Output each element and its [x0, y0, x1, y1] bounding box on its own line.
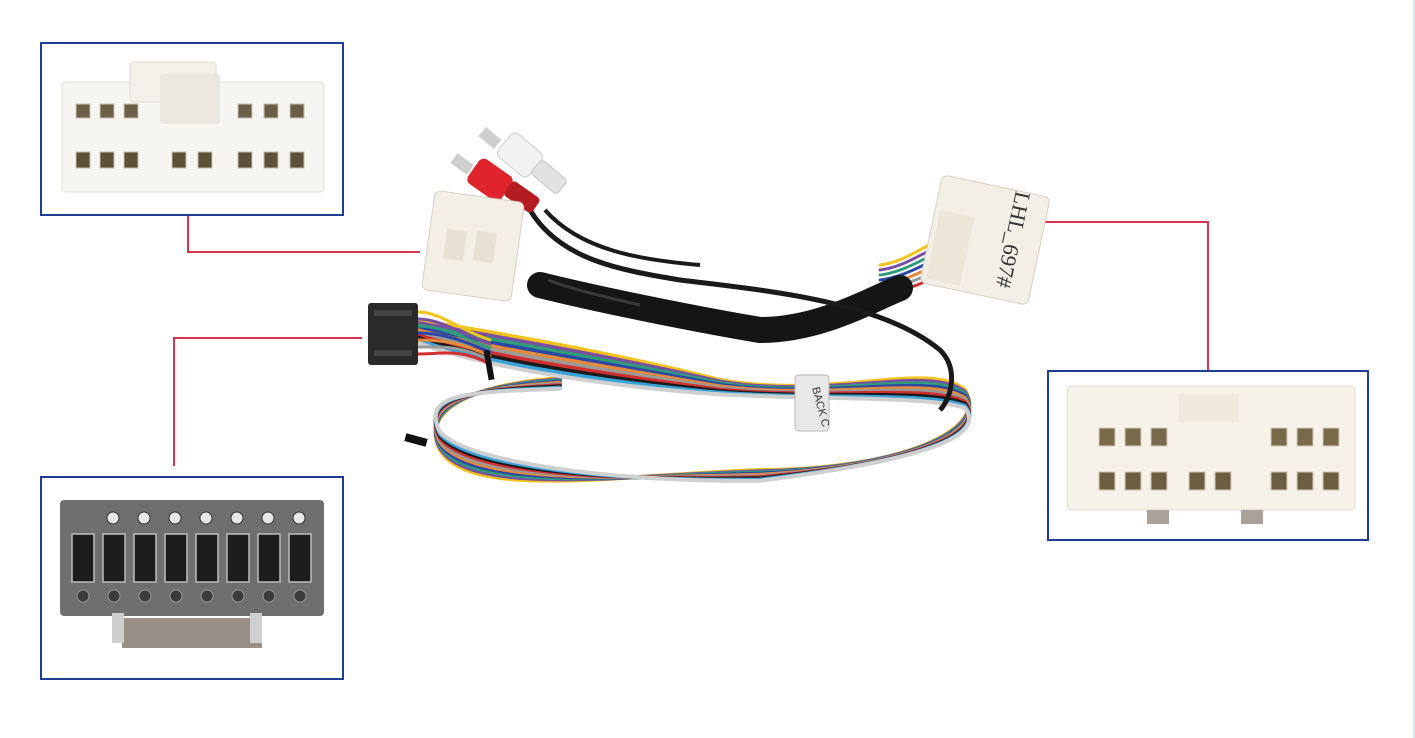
connector-pin [293, 589, 307, 603]
leader-line-top-left [187, 216, 420, 253]
wire-bundle [413, 238, 972, 483]
connector-pin [1270, 471, 1288, 491]
leader-line-right [1030, 221, 1209, 370]
connector-pin [137, 511, 151, 525]
wire [416, 324, 492, 350]
connector-pin [102, 533, 126, 583]
connector-pin [138, 589, 152, 603]
connector-pin [107, 589, 121, 603]
connector-pin [263, 103, 279, 119]
connector-pin [1124, 471, 1142, 491]
wire [416, 310, 492, 342]
connector-pin [237, 151, 253, 169]
black-connector-closeup [60, 500, 324, 648]
wire [416, 331, 492, 354]
connector-pin [289, 103, 305, 119]
white-male-connector-closeup [1066, 385, 1356, 524]
cable-tie [404, 433, 428, 447]
connector-pin [99, 151, 115, 169]
connector-pin [169, 589, 183, 603]
connector-pin [197, 151, 213, 169]
connector-pin [76, 589, 90, 603]
connector-pin [1296, 471, 1314, 491]
connector-pin [257, 533, 281, 583]
wire [416, 317, 492, 346]
connector-pin [230, 511, 244, 525]
white-female-connector-closeup [61, 61, 325, 193]
connector-pin [226, 533, 250, 583]
connector-pin [133, 533, 157, 583]
connector-pin [262, 589, 276, 603]
white-connector-female [421, 190, 525, 302]
connector-pin [1124, 427, 1142, 447]
rca-plug-red [450, 153, 540, 213]
connector-pin [123, 103, 139, 119]
connector-pin [231, 589, 245, 603]
connector-pin [1322, 471, 1340, 491]
connector-pin [1214, 471, 1232, 491]
connector-pin [99, 103, 115, 119]
wire [416, 345, 492, 362]
rca-cable-black [543, 208, 701, 267]
connector-pin [237, 103, 253, 119]
wire [416, 351, 492, 366]
leader-lines [173, 216, 1209, 466]
connector-pin [1296, 427, 1314, 447]
rca-cable-black [527, 208, 955, 412]
connector-pin [75, 103, 91, 119]
connector-pin [75, 151, 91, 169]
black-connector [368, 303, 418, 365]
connector-pin [195, 533, 219, 583]
leader-line-left [173, 337, 362, 466]
connector-pin [1322, 427, 1340, 447]
connector-pin [171, 151, 187, 169]
connector-pin [289, 151, 305, 169]
black-sleeve [527, 272, 913, 344]
connector-pin [106, 511, 120, 525]
wire [416, 338, 492, 358]
connector-pin [288, 533, 312, 583]
connector-pin [200, 589, 214, 603]
connector-pin [1098, 427, 1116, 447]
connector-pin [1270, 427, 1288, 447]
connector-pin [1150, 471, 1168, 491]
connector-pin [263, 151, 279, 169]
connector-pin [199, 511, 213, 525]
connector-pin [164, 533, 188, 583]
connector-pin [261, 511, 275, 525]
detail-panel-black-connector [40, 476, 344, 680]
tape-label: BACK C [794, 374, 831, 432]
connector-pin [292, 511, 306, 525]
connector-pin [1188, 471, 1206, 491]
right-edge-strip [1413, 0, 1415, 738]
detail-panel-white-female-connector [40, 42, 344, 216]
cable-tie [483, 349, 495, 381]
white-connector-male: LHL_697# [920, 175, 1050, 305]
rca-plug-white [478, 126, 567, 194]
connector-pin [168, 511, 182, 525]
wire [413, 339, 972, 483]
connector-pin [123, 151, 139, 169]
connector-pin [1150, 427, 1168, 447]
connector-pin [71, 533, 95, 583]
detail-panel-white-male-connector [1047, 370, 1369, 541]
connector-pin [1098, 471, 1116, 491]
